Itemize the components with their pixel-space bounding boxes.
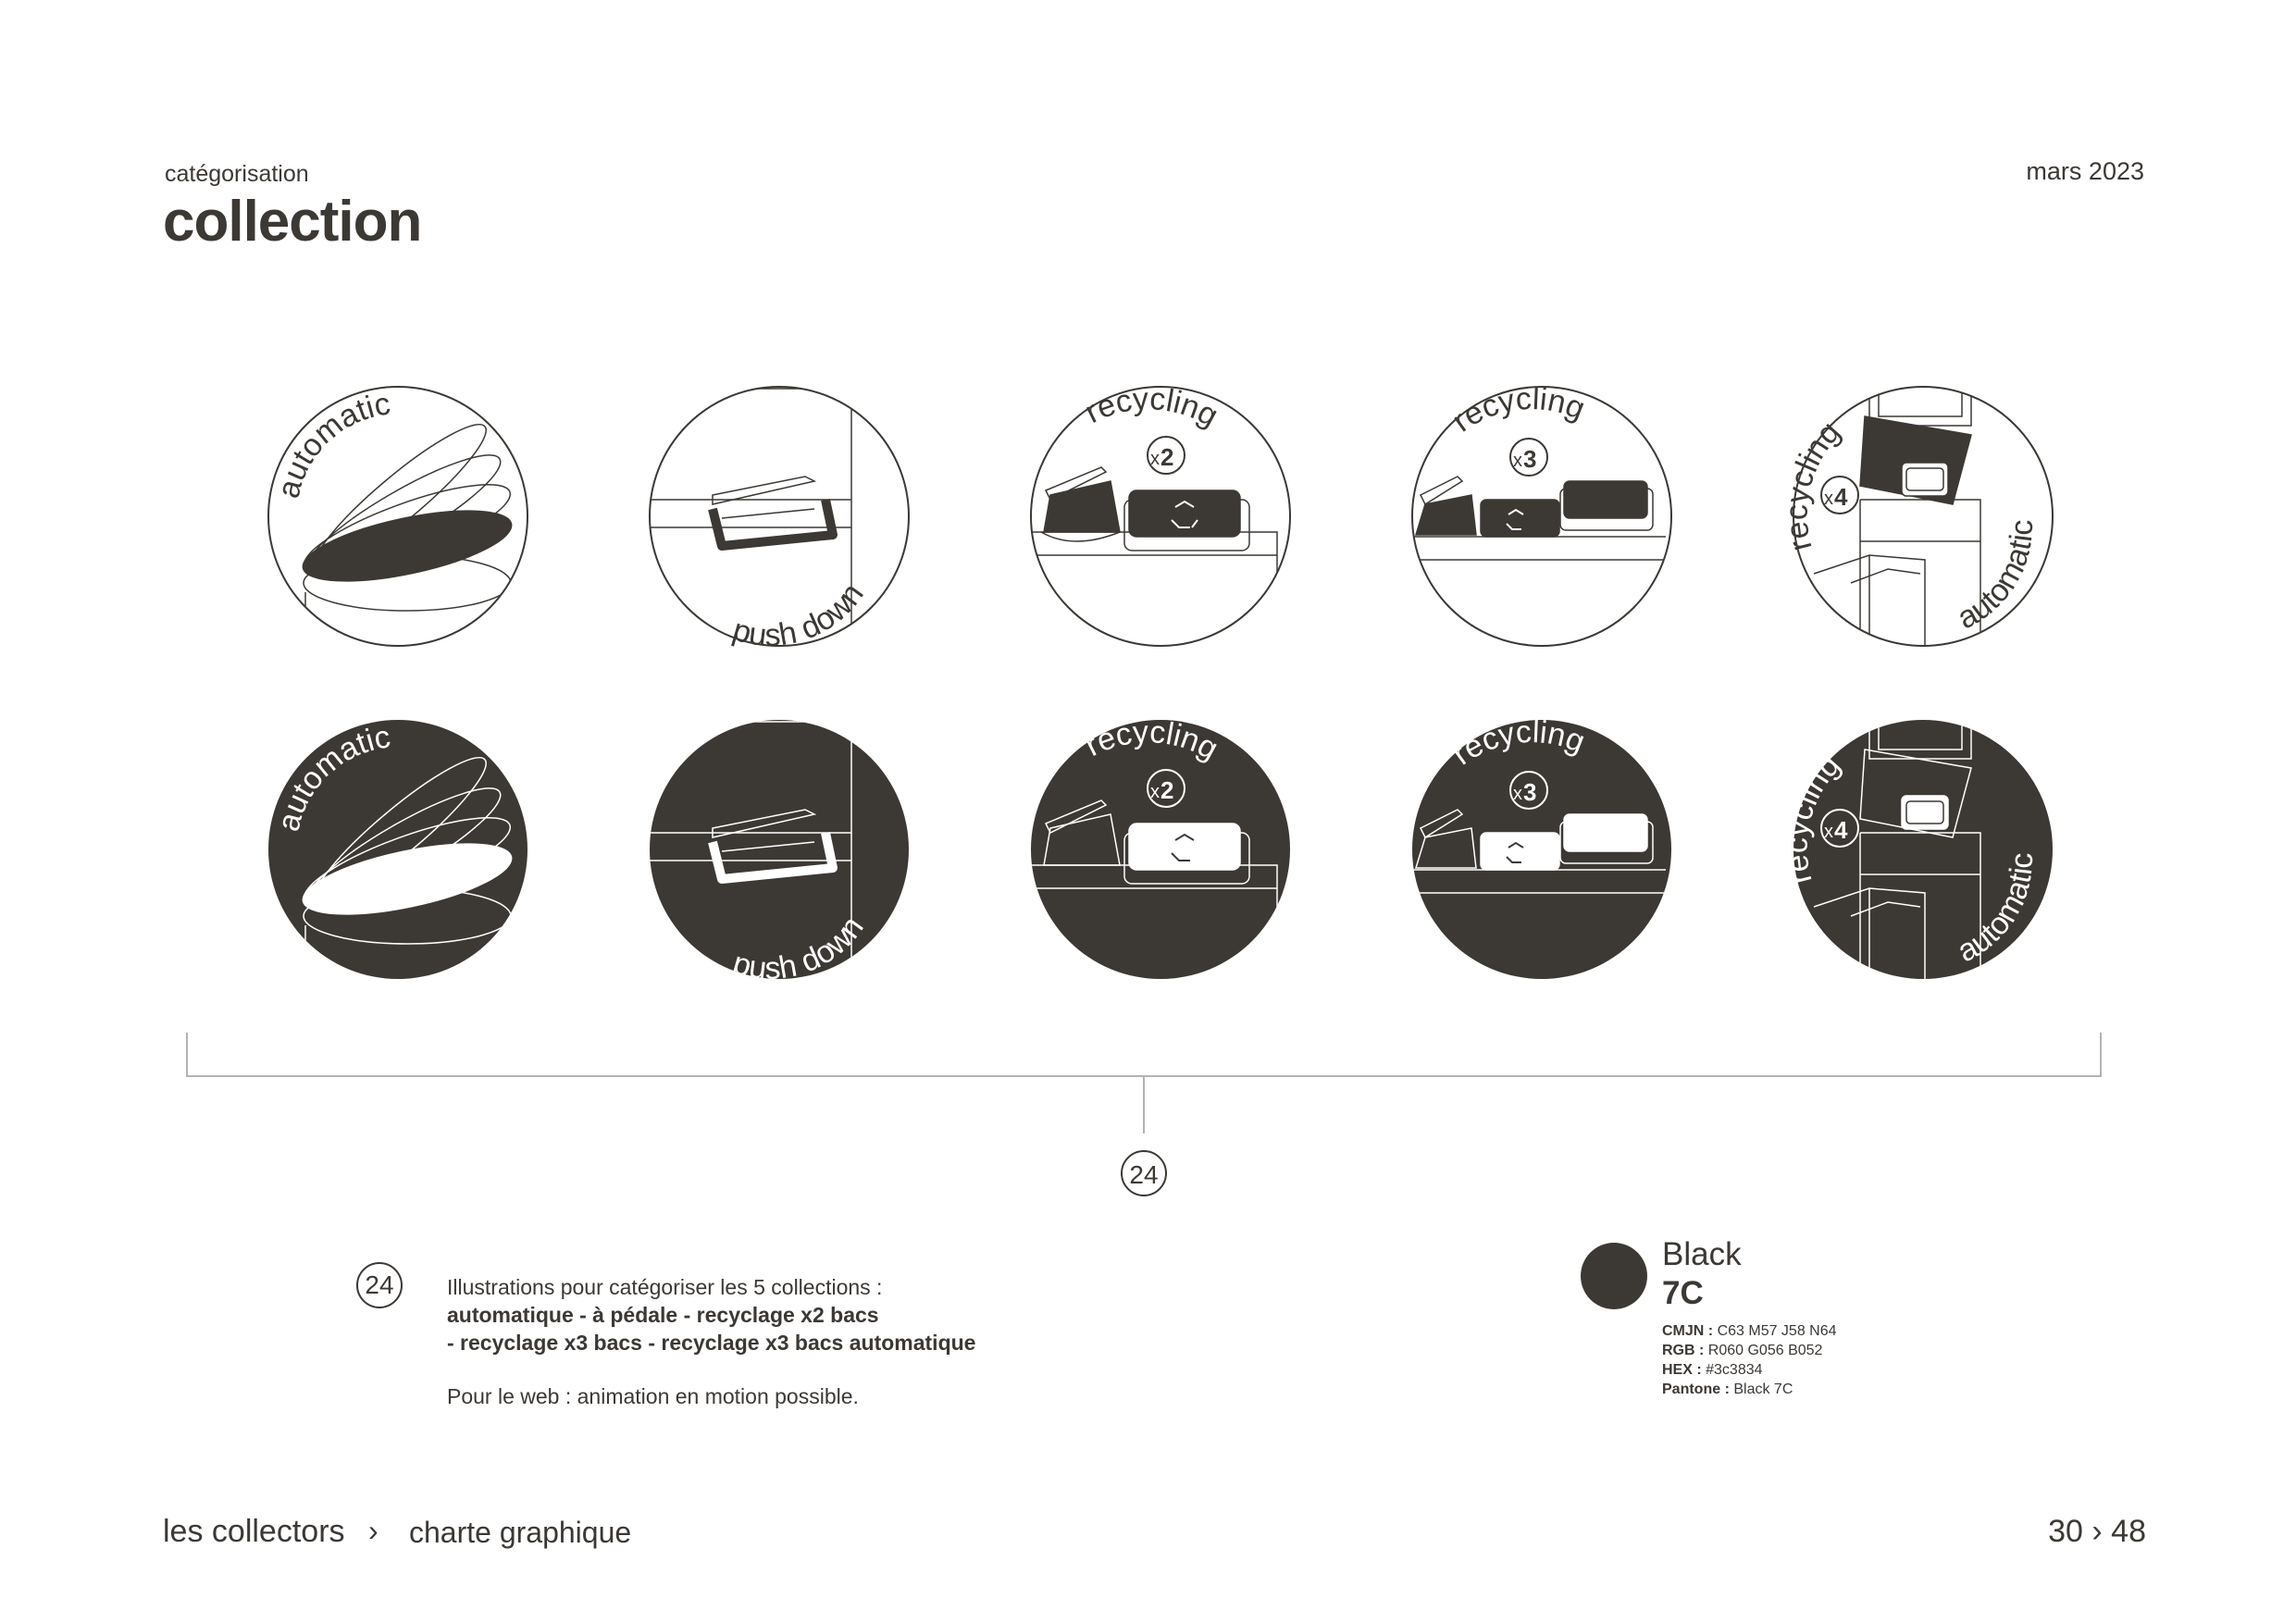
description-categories-1: automatique - à pédale - recyclage x2 ba… xyxy=(447,1303,879,1327)
description: Illustrations pour catégoriser les 5 col… xyxy=(447,1273,975,1410)
section-label: catégorisation xyxy=(165,161,309,187)
swatch-code: 7C xyxy=(1662,1275,1704,1311)
description-number-badge: 24 xyxy=(356,1262,403,1308)
x3-prefix-filled: x xyxy=(1513,784,1522,804)
x3-value: 3 xyxy=(1523,445,1536,473)
description-intro: Illustrations pour catégoriser les 5 col… xyxy=(447,1275,883,1299)
icon-recycling-x3-filled: recycling x 3 xyxy=(1412,714,1671,979)
x2-value-filled: 2 xyxy=(1160,776,1173,804)
icon-recycling-x3-outline: recycling x 3 xyxy=(1411,381,1672,647)
icon-recycling-x2-outline: recycling x 2 xyxy=(1030,381,1291,647)
page-total: 48 xyxy=(2111,1514,2146,1549)
page-chevron-icon: › xyxy=(2091,1514,2103,1549)
icon-automatic-filled: automatic xyxy=(268,719,527,979)
swatch-specs: CMJN : C63 M57 J58 N64 RGB : R060 G056 B… xyxy=(1662,1321,1837,1399)
page-current: 30 xyxy=(2048,1514,2083,1549)
spec-hex: HEX : #3c3834 xyxy=(1662,1362,1763,1378)
description-categories-2: - recyclage x3 bacs - recyclage x3 bacs … xyxy=(447,1331,976,1355)
icon-recycling-x4-automatic-outline: recycling automatic x 4 xyxy=(1780,386,2054,647)
swatch-name: Black xyxy=(1662,1236,1742,1272)
x3-prefix: x xyxy=(1513,451,1522,471)
x4-prefix: x xyxy=(1824,489,1833,509)
icon-push-down-filled: push down xyxy=(650,720,909,986)
grouping-bracket xyxy=(186,1033,2102,1134)
description-web-note: Pour le web : animation en motion possib… xyxy=(447,1384,859,1408)
x4-value-filled: 4 xyxy=(1834,816,1848,844)
x2-prefix: x xyxy=(1150,449,1160,469)
document-date: mars 2023 xyxy=(2026,157,2144,185)
callout-number: 24 xyxy=(1129,1160,1158,1189)
x2-value: 2 xyxy=(1160,443,1173,471)
spec-pantone: Pantone : Black 7C xyxy=(1662,1381,1793,1397)
icon-push-down-outline: push down xyxy=(649,386,910,653)
icon-automatic-outline: automatic xyxy=(267,386,528,647)
icon-recycling-x2-filled: recycling x 2 xyxy=(1031,714,1290,979)
color-swatch xyxy=(1581,1243,1647,1309)
x4-prefix-filled: x xyxy=(1824,822,1833,842)
footer-brand: les collectors xyxy=(163,1514,345,1549)
x4-value: 4 xyxy=(1834,483,1848,511)
footer-document-name: charte graphique xyxy=(409,1516,632,1549)
spec-rgb: RGB : R060 G056 B052 xyxy=(1662,1343,1823,1358)
page-number: 30 › 48 xyxy=(2048,1514,2146,1550)
page-title: collection xyxy=(163,190,422,254)
x3-value-filled: 3 xyxy=(1523,778,1536,806)
icon-recycling-x4-automatic-filled: recycling automatic x 4 xyxy=(1780,720,2053,979)
spec-cmjn: CMJN : C63 M57 J58 N64 xyxy=(1662,1323,1837,1339)
footer-chevron-icon: › xyxy=(368,1514,379,1547)
callout-badge xyxy=(1121,1150,1167,1196)
x2-prefix-filled: x xyxy=(1150,782,1160,802)
